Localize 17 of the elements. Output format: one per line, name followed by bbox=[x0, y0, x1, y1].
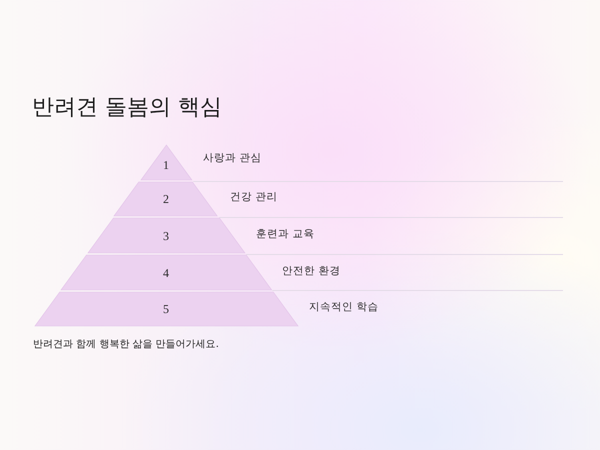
pyramid-layer bbox=[140, 145, 192, 180]
layer-number: 5 bbox=[163, 302, 169, 316]
layer-number: 1 bbox=[162, 158, 169, 172]
layer-label: 건강 관리 bbox=[230, 190, 278, 204]
pyramid-layer bbox=[88, 218, 244, 253]
caption: 반려견과 함께 행복한 삶을 만들어가세요. bbox=[33, 338, 219, 352]
pyramid-layer bbox=[34, 292, 298, 326]
layer-label: 훈련과 교육 bbox=[256, 226, 314, 240]
title: 반려견 돌봄의 핵심 bbox=[32, 94, 222, 122]
layer-label: 지속적인 학습 bbox=[309, 300, 378, 314]
pyramid-layer bbox=[60, 255, 272, 290]
layer-label: 사랑과 관심 bbox=[203, 150, 262, 164]
layer-label: 안전한 환경 bbox=[282, 264, 340, 278]
layer-number: 3 bbox=[162, 228, 169, 242]
pyramid-layer bbox=[114, 182, 218, 216]
layer-number: 4 bbox=[162, 266, 169, 280]
layer-number: 2 bbox=[162, 192, 169, 206]
